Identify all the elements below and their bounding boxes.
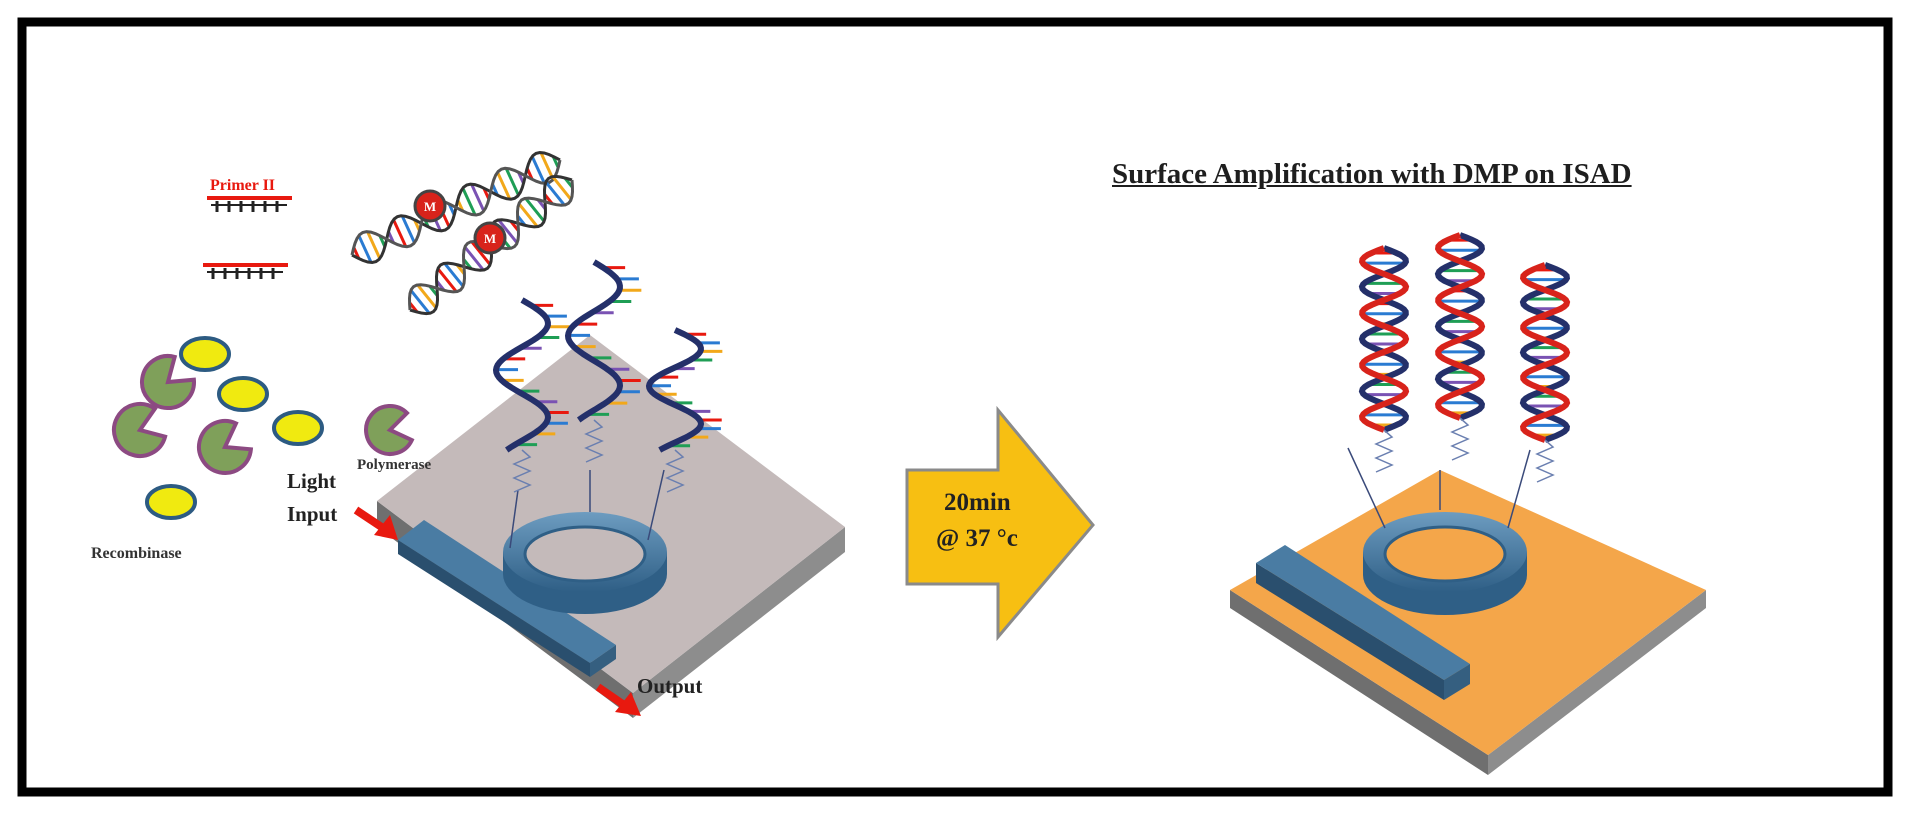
right-chip-side-left — [1230, 590, 1488, 775]
marker-icon — [473, 221, 507, 255]
dna-base-pair — [524, 197, 546, 223]
left-chip-side-right — [633, 527, 845, 718]
waveguide-left-side — [398, 540, 590, 677]
polymerase-icon — [364, 404, 415, 456]
template-dna: M — [350, 150, 562, 265]
linker — [665, 449, 685, 493]
light-input-arrow-icon — [353, 506, 398, 540]
dna-base-pair — [366, 231, 382, 260]
dna-helix-icon — [1358, 245, 1410, 473]
ssdna-strand — [564, 259, 642, 463]
primer-icon — [203, 263, 288, 279]
dna-base-pair — [470, 240, 492, 266]
dna-base-pair — [400, 215, 416, 244]
waveguide-right-side — [1256, 563, 1444, 700]
primer-label: Primer II — [210, 177, 276, 194]
waveguide-left-end — [590, 645, 616, 677]
dna-base-pair — [497, 218, 519, 244]
linker — [1535, 439, 1555, 483]
polymerase-icon — [140, 354, 196, 411]
ring-resonator-right — [1363, 512, 1527, 615]
dna-helix-icon — [1434, 232, 1486, 461]
primer-icon — [207, 196, 292, 212]
dna-base-pair — [517, 202, 539, 228]
dna-base-pair — [461, 187, 477, 216]
single-strand-dna-group — [492, 259, 723, 493]
waveguide-right-top — [1256, 545, 1470, 680]
waveguide-right-end — [1444, 664, 1470, 700]
recombinase-icon — [217, 376, 269, 412]
polymerase-icon — [112, 402, 168, 458]
tethers-right — [1347, 447, 1531, 529]
template-dna-group: MM — [350, 150, 575, 316]
tethers-left — [509, 469, 665, 549]
arrow-time-label: 20min — [944, 489, 1011, 516]
recombinase-icon — [179, 336, 231, 372]
dna-base-pair — [551, 175, 573, 201]
recombinase-icon — [145, 484, 197, 520]
light-input-label-line2: Input — [287, 502, 338, 526]
light-input-label-line1: Light — [287, 469, 337, 493]
dna-base-pair — [436, 267, 458, 293]
dna-base-pair — [392, 219, 408, 248]
waveguide-left-top — [398, 520, 616, 663]
dna-base-pair — [539, 151, 555, 181]
recombinase-icon — [272, 410, 324, 446]
template-dna: M — [407, 174, 575, 316]
marker-icon — [413, 189, 447, 223]
enzyme-group — [112, 336, 415, 520]
dna-base-pair — [530, 155, 546, 184]
dna-base-pair — [416, 283, 438, 309]
arrow-temp-label: @ 37 °c — [936, 525, 1018, 552]
polymerase-icon — [197, 418, 254, 475]
output-label: Output — [637, 674, 703, 698]
process-arrow-icon — [905, 405, 1095, 642]
double-strand-dna-group — [1358, 232, 1571, 483]
linker — [584, 419, 604, 463]
dna-base-pair — [504, 167, 520, 196]
dna-base-pair — [496, 171, 512, 200]
dna-base-pair — [463, 246, 485, 272]
marker-label: M — [484, 231, 496, 246]
diagram-title: Surface Amplification with DMP on ISAD — [1112, 158, 1632, 190]
dna-base-pair — [443, 262, 465, 288]
left-chip-top — [377, 335, 845, 693]
polymerase-label: Polymerase — [357, 457, 432, 473]
linker — [1450, 417, 1470, 461]
dna-base-pair — [544, 181, 566, 207]
dna-base-pair — [409, 289, 431, 315]
dna-base-pair — [357, 234, 373, 264]
linker — [512, 449, 532, 493]
ssdna-strand — [645, 327, 723, 493]
primer-group — [203, 196, 292, 279]
output-arrow-icon — [595, 683, 641, 716]
dna-base-pair — [470, 183, 486, 212]
ring-resonator-left — [503, 512, 667, 614]
marker-label: M — [424, 199, 436, 214]
left-chip — [377, 335, 845, 718]
dna-helix-icon — [1519, 262, 1571, 483]
recombinase-label: Recombinase — [91, 545, 182, 562]
linker — [1374, 429, 1394, 473]
ssdna-strand — [492, 297, 570, 493]
right-chip-side-right — [1488, 590, 1706, 775]
